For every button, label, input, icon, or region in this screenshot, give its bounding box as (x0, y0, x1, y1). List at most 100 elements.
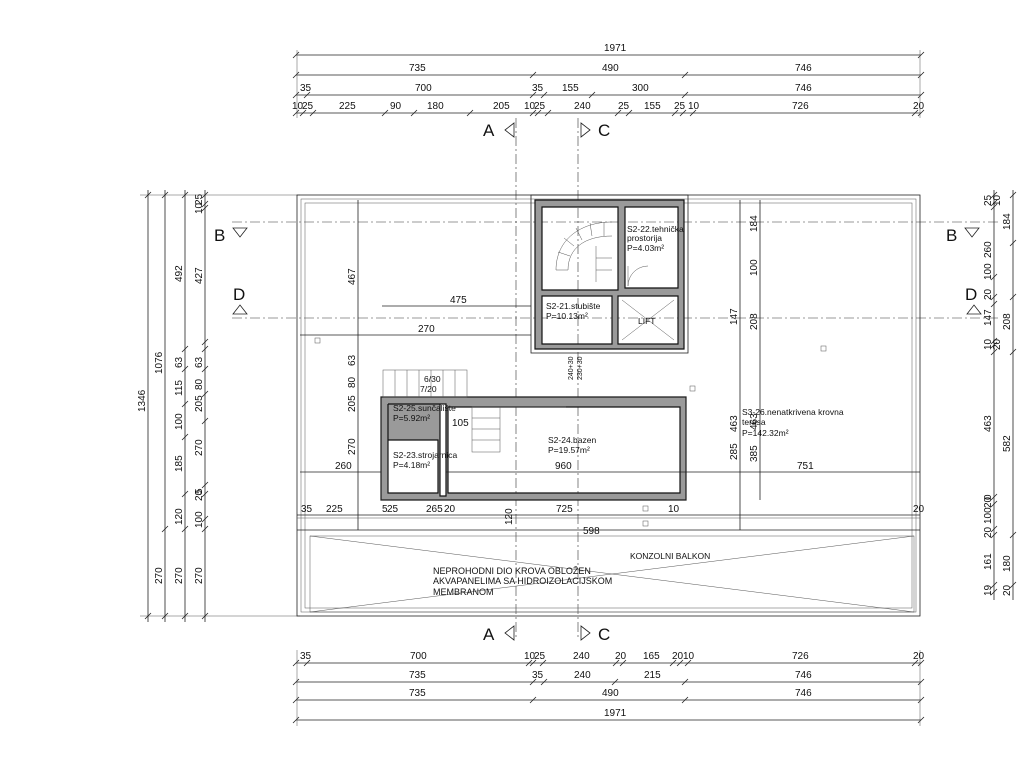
left-dim: 185 (174, 455, 185, 472)
section-d-left: D (233, 285, 245, 304)
section-arrow-icon (232, 227, 248, 238)
section-arrow-icon (580, 122, 591, 138)
room-23-name: S2-23.strojarnica (393, 450, 458, 460)
room-24-area: P=19.57m² (548, 445, 590, 455)
right-dim: 161 (983, 553, 994, 570)
left-dim: 25 (194, 193, 205, 205)
room-22-name: S2-22.tehnička (627, 224, 684, 234)
section-arrow-icon (504, 625, 515, 641)
lift-label: LIFT (638, 316, 655, 326)
top-dim: 35 (300, 83, 312, 94)
section-arrow-icon (504, 122, 515, 138)
left-dim: 270 (194, 567, 205, 584)
right-dim: 582 (1002, 435, 1013, 452)
right-dim: 20 (1002, 584, 1013, 596)
bottom-dim: 490 (602, 688, 619, 699)
roof-note-line3: MEMBRANOM (433, 587, 494, 597)
inner-dim: 960 (555, 461, 572, 472)
top-dim: 155 (562, 83, 579, 94)
inner-dim: 208 (749, 313, 760, 330)
left-dimension-chains: 1346 1076 270 492 63 115 100 185 120 270… (137, 190, 300, 622)
stair-dim: 230+30 (577, 356, 584, 380)
left-dim: 100 (174, 413, 185, 430)
top-dimension-chains: 1971 735 490 746 35 700 35 155 300 746 1… (292, 43, 925, 118)
section-b-right: B (946, 226, 957, 245)
section-c-top: C (598, 121, 610, 140)
right-dim: 20 (992, 338, 1003, 350)
top-dim: 10 (292, 101, 304, 112)
top-dim: 35 (532, 83, 544, 94)
left-dim: 270 (174, 567, 185, 584)
room-26-area: P=142.32m² (742, 428, 789, 438)
bottom-dim: 735 (409, 670, 426, 681)
top-dim: 180 (427, 101, 444, 112)
left-dim: 63 (194, 356, 205, 368)
top-dim: 25 (534, 101, 546, 112)
bottom-dim: 25 (534, 651, 546, 662)
roof-note-line1: NEPROHODNI DIO KROVA OBLOŽEN (433, 566, 591, 576)
section-d-right: D (965, 285, 977, 304)
left-dim: 270 (154, 567, 165, 584)
right-dim: 25 (983, 194, 994, 206)
inner-dim: 265 (426, 504, 443, 515)
inner-dim: 20 (913, 504, 925, 515)
pool-block: 6/30 7/20 S2-25.sunčalište P=5.92m² S2-2… (380, 369, 687, 501)
inner-dim: 105 (452, 418, 469, 429)
bottom-dim: 20 (913, 651, 925, 662)
room-24-name: S2-24.bazen (548, 435, 596, 445)
top-dim: 746 (795, 63, 812, 74)
inner-dim: 25 (387, 504, 399, 515)
section-arrow-icon (966, 304, 982, 315)
inner-dim: 260 (335, 461, 352, 472)
inner-dim: 225 (326, 504, 343, 515)
right-dim: 147 (983, 309, 994, 326)
inner-dim: 598 (583, 526, 600, 537)
inner-dim: 205 (347, 395, 358, 412)
inner-dim: 100 (749, 259, 760, 276)
inner-dim: 385 (749, 445, 760, 462)
inner-dim: 270 (347, 438, 358, 455)
left-total-dim: 1346 (137, 389, 148, 412)
top-dim: 25 (618, 101, 630, 112)
top-dim: 25 (674, 101, 686, 112)
top-dim: 10 (524, 101, 536, 112)
inner-dim: 467 (347, 268, 358, 285)
room-25-area: P=5.92m² (393, 413, 430, 423)
section-b-left: B (214, 226, 225, 245)
room-21-area: P=10.13m² (546, 311, 588, 321)
right-dim: 20 (983, 526, 994, 538)
left-dim: 205 (194, 395, 205, 412)
bottom-dim: 20 (672, 651, 684, 662)
top-dim: 10 (688, 101, 700, 112)
top-dim: 735 (409, 63, 426, 74)
left-dim: 270 (194, 439, 205, 456)
right-dim: 100 (983, 507, 994, 524)
stair-core: LIFT S2-21.stubište P=10.13m² S2-22.tehn… (530, 194, 689, 380)
inner-dim: 35 (301, 504, 313, 515)
bottom-dimension-chains: 35 700 10 25 240 20 165 20 10 726 20 735… (292, 650, 925, 726)
inner-dim: 475 (450, 295, 467, 306)
balcony-label: KONZOLNI BALKON (630, 551, 710, 561)
top-dim: 700 (415, 83, 432, 94)
left-dim: 20 (194, 489, 205, 501)
bottom-dim: 746 (795, 688, 812, 699)
bottom-dim: 10 (524, 651, 536, 662)
right-dim: 20 (983, 496, 994, 508)
section-a-bottom: A (483, 625, 495, 644)
bottom-dim: 240 (573, 651, 590, 662)
top-dim: 205 (493, 101, 510, 112)
left-dim: 5 (194, 488, 205, 494)
left-dim: 115 (174, 380, 185, 396)
left-dim: 80 (194, 378, 205, 390)
roof-note-line2: AKVAPANELIMA SA HIDROIZOLACIJSKOM (433, 576, 612, 586)
bottom-dim: 20 (615, 651, 627, 662)
bottom-dim: 35 (300, 651, 312, 662)
inner-dim: 285 (729, 443, 740, 460)
inner-dim: 147 (729, 308, 740, 325)
left-dim: 100 (194, 511, 205, 528)
left-dim: 492 (174, 265, 185, 282)
top-dim: 490 (602, 63, 619, 74)
right-dim: 184 (1002, 213, 1013, 230)
right-dim: 10 (983, 338, 994, 350)
top-dim: 300 (632, 83, 649, 94)
